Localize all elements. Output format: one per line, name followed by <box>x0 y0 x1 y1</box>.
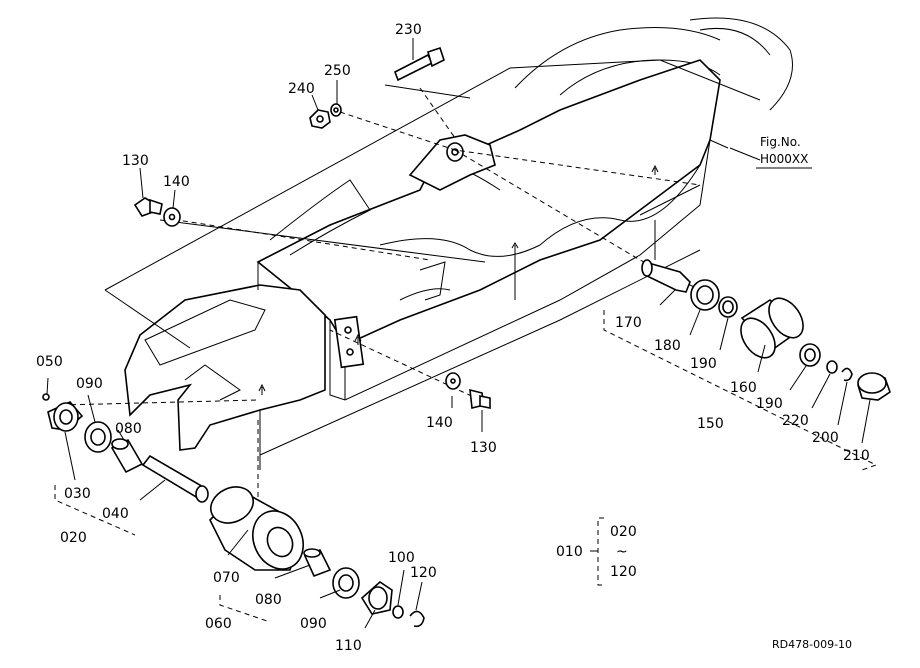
snap-ring-120 <box>409 610 425 628</box>
callout-100: 100 <box>388 550 415 566</box>
washer-220 <box>826 360 838 374</box>
shaft-040 <box>141 454 209 503</box>
range-from: 020 <box>610 524 637 540</box>
bearing-190-a <box>718 296 738 318</box>
callout-090: 090 <box>76 376 103 392</box>
seal-110 <box>360 580 393 615</box>
callout-150: 150 <box>697 416 724 432</box>
phantom-outline <box>104 59 761 349</box>
bearing-190-b <box>799 343 821 367</box>
callout-230: 230 <box>395 22 422 38</box>
bolt-230 <box>394 46 445 82</box>
washer-100 <box>392 605 404 619</box>
drawing-id: RD478-009-10 <box>772 638 852 651</box>
bearing-090-a <box>84 421 112 453</box>
figure-reference: Fig.No. H000XX <box>756 135 812 169</box>
callout-130: 130 <box>470 440 497 456</box>
callout-200: 200 <box>812 430 839 446</box>
range-tilde: ~ <box>616 544 628 560</box>
callout-030: 030 <box>64 486 91 502</box>
cap-210 <box>857 372 891 401</box>
callout-180: 180 <box>654 338 681 354</box>
nut-240 <box>309 109 331 129</box>
seal-030-050 <box>42 393 84 432</box>
seal-180 <box>690 279 720 311</box>
fig-ref-line1: Fig.No. <box>760 135 801 149</box>
washer-250 <box>330 103 342 117</box>
callout-070: 070 <box>213 570 240 586</box>
callout-020: 020 <box>60 530 87 546</box>
callout-040: 040 <box>102 506 129 522</box>
idler-wheel-070 <box>209 486 304 571</box>
callout-leaders <box>46 38 871 629</box>
bolt-130-lower <box>469 388 491 409</box>
callout-labels: 230 240 250 130 140 170 180 190 160 190 … <box>36 22 870 654</box>
assembly-range: 010 020 ~ 120 <box>556 517 637 586</box>
callout-190: 190 <box>690 356 717 372</box>
callout-190: 190 <box>756 396 783 412</box>
fig-ref-line2: H000XX <box>760 152 808 166</box>
callout-160: 160 <box>730 380 757 396</box>
range-to: 120 <box>610 564 637 580</box>
washer-140-upper <box>163 207 181 227</box>
callout-090: 090 <box>300 616 327 632</box>
callout-170: 170 <box>615 315 642 331</box>
callout-120: 120 <box>410 565 437 581</box>
washer-140-lower <box>445 372 461 390</box>
bolt-130-upper <box>133 197 163 217</box>
callout-250: 250 <box>324 63 351 79</box>
callout-080: 080 <box>115 421 142 437</box>
shaft-170 <box>641 259 691 293</box>
callout-240: 240 <box>288 81 315 97</box>
callout-140: 140 <box>163 174 190 190</box>
callout-110: 110 <box>335 638 362 654</box>
callout-080: 080 <box>255 592 282 608</box>
range-main: 010 <box>556 544 583 560</box>
callout-220: 220 <box>782 413 809 429</box>
callout-060: 060 <box>205 616 232 632</box>
bushing-080-a <box>110 438 144 474</box>
callout-140: 140 <box>426 415 453 431</box>
callout-210: 210 <box>843 448 870 464</box>
callout-130: 130 <box>122 153 149 169</box>
bearing-090-b <box>332 567 360 599</box>
callout-050: 050 <box>36 354 63 370</box>
collar-160 <box>740 297 804 359</box>
bushing-080-b <box>303 548 332 578</box>
track-frame-arm <box>124 17 793 470</box>
snap-ring-200 <box>841 367 853 382</box>
